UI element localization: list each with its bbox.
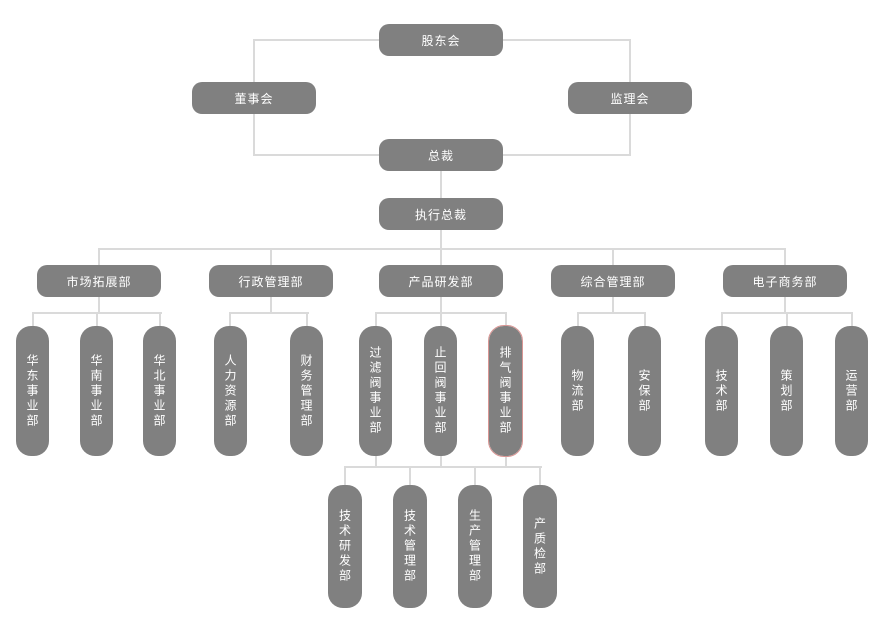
connector-line <box>98 248 786 250</box>
node-label: 行政管理部 <box>238 274 304 289</box>
connector-line <box>159 312 161 326</box>
connector-line <box>786 312 788 326</box>
node-south-china[interactable]: 华南事业部 <box>80 326 113 456</box>
connector-line <box>270 297 272 313</box>
node-tech[interactable]: 技术部 <box>705 326 738 456</box>
connector-line <box>229 312 231 326</box>
connector-line <box>784 248 786 265</box>
connector-line <box>539 466 541 485</box>
connector-line <box>440 312 442 326</box>
connector-line <box>344 466 346 485</box>
connector-line <box>505 456 507 468</box>
node-label: 过滤阀事业部 <box>368 346 382 436</box>
connector-line <box>784 297 786 313</box>
node-east-china[interactable]: 华东事业部 <box>16 326 49 456</box>
node-label: 综合管理部 <box>580 274 646 289</box>
connector-line <box>32 312 34 326</box>
node-label: 技术管理部 <box>402 509 417 584</box>
node-label: 生产管理部 <box>467 509 482 584</box>
node-label: 止回阀事业部 <box>433 346 447 436</box>
connector-line <box>577 312 646 314</box>
connector-line <box>306 312 308 326</box>
connector-line <box>96 312 98 326</box>
node-admin-mgmt[interactable]: 行政管理部 <box>209 265 333 297</box>
node-label: 产品研发部 <box>408 274 474 289</box>
node-exec-president[interactable]: 执行总裁 <box>379 198 503 230</box>
connector-line <box>98 248 100 265</box>
connector-line <box>721 312 723 326</box>
node-label: 董事会 <box>234 91 274 106</box>
connector-line <box>344 466 542 468</box>
node-logistics[interactable]: 物流部 <box>561 326 594 456</box>
connector-line <box>409 466 411 485</box>
node-ecommerce[interactable]: 电子商务部 <box>723 265 847 297</box>
node-filter-valve[interactable]: 过滤阀事业部 <box>359 326 392 456</box>
node-check-valve[interactable]: 止回阀事业部 <box>424 326 457 456</box>
connector-line <box>440 248 442 265</box>
node-planning[interactable]: 策划部 <box>770 326 803 456</box>
node-label: 股东会 <box>421 33 461 48</box>
connector-line <box>440 456 442 468</box>
node-label: 电子商务部 <box>752 274 818 289</box>
node-market-dev[interactable]: 市场拓展部 <box>37 265 161 297</box>
connector-line <box>375 312 377 326</box>
connector-line <box>577 312 579 326</box>
node-tech-rd[interactable]: 技术研发部 <box>328 485 362 608</box>
connector-line <box>612 248 614 265</box>
node-label: 产质检部 <box>532 516 547 577</box>
node-finance[interactable]: 财务管理部 <box>290 326 323 456</box>
node-security[interactable]: 安保部 <box>628 326 661 456</box>
node-label: 运营部 <box>844 368 858 414</box>
node-label: 物流部 <box>570 368 584 414</box>
node-general-mgmt[interactable]: 综合管理部 <box>551 265 675 297</box>
connector-line <box>474 466 476 485</box>
node-quality[interactable]: 产质检部 <box>523 485 557 608</box>
connector-line <box>440 171 442 198</box>
node-label: 人力资源部 <box>223 353 237 429</box>
connector-line <box>229 312 309 314</box>
node-hr[interactable]: 人力资源部 <box>214 326 247 456</box>
connector-line <box>612 297 614 313</box>
connector-line <box>270 248 272 265</box>
node-label: 策划部 <box>779 368 793 414</box>
connector-line <box>505 312 507 326</box>
connector-line <box>644 312 646 326</box>
node-label: 执行总裁 <box>414 207 467 222</box>
connector-line <box>440 297 442 313</box>
connector-line <box>851 312 853 326</box>
connector-line <box>440 230 442 249</box>
node-north-china[interactable]: 华北事业部 <box>143 326 176 456</box>
connector-line <box>375 456 377 468</box>
node-label: 安保部 <box>637 368 651 414</box>
node-label: 总裁 <box>427 148 454 163</box>
node-label: 监理会 <box>610 91 650 106</box>
node-shareholders[interactable]: 股东会 <box>379 24 503 56</box>
node-product-rd[interactable]: 产品研发部 <box>379 265 503 297</box>
node-prod-mgmt[interactable]: 生产管理部 <box>458 485 492 608</box>
node-president[interactable]: 总裁 <box>379 139 503 171</box>
node-label: 排气阀事业部 <box>498 346 512 436</box>
node-label: 华北事业部 <box>152 353 166 429</box>
connector-line <box>98 297 100 313</box>
node-tech-mgmt[interactable]: 技术管理部 <box>393 485 427 608</box>
node-label: 技术研发部 <box>337 509 352 584</box>
node-operations[interactable]: 运营部 <box>835 326 868 456</box>
node-label: 技术部 <box>714 368 728 414</box>
node-label: 华南事业部 <box>89 353 103 429</box>
node-supervisory[interactable]: 监理会 <box>568 82 692 114</box>
node-board[interactable]: 董事会 <box>192 82 316 114</box>
node-label: 华东事业部 <box>25 353 39 429</box>
node-label: 财务管理部 <box>299 353 313 429</box>
node-label: 市场拓展部 <box>66 274 132 289</box>
node-exhaust-valve[interactable]: 排气阀事业部 <box>488 325 523 457</box>
